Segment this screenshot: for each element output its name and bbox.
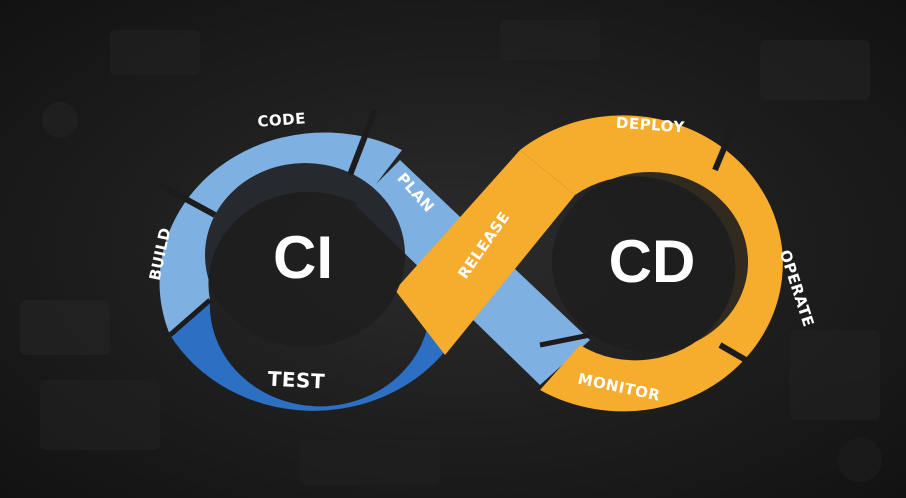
- cd-hub: [552, 172, 748, 352]
- stage-label-deploy: DEPLOY: [615, 114, 686, 137]
- stage-label-operate: OPERATE: [776, 248, 818, 330]
- cd-ring: [520, 115, 783, 412]
- cd-separator: [712, 108, 743, 172]
- stage-label-code: CODE: [257, 109, 307, 130]
- cd-loop: [395, 108, 783, 412]
- test-segment: [170, 300, 450, 411]
- release-segment: [395, 150, 575, 355]
- ci-hub: [205, 163, 405, 347]
- cd-separator: [539, 332, 591, 348]
- ci-label: CI: [273, 224, 333, 291]
- cd-separator: [718, 342, 782, 383]
- stage-label-test: TEST: [267, 367, 326, 394]
- ci-separator: [347, 108, 378, 177]
- cd-label: CD: [609, 228, 696, 295]
- ci-separator: [168, 298, 212, 337]
- background-texture: [20, 20, 882, 485]
- ci-separator: [158, 182, 217, 218]
